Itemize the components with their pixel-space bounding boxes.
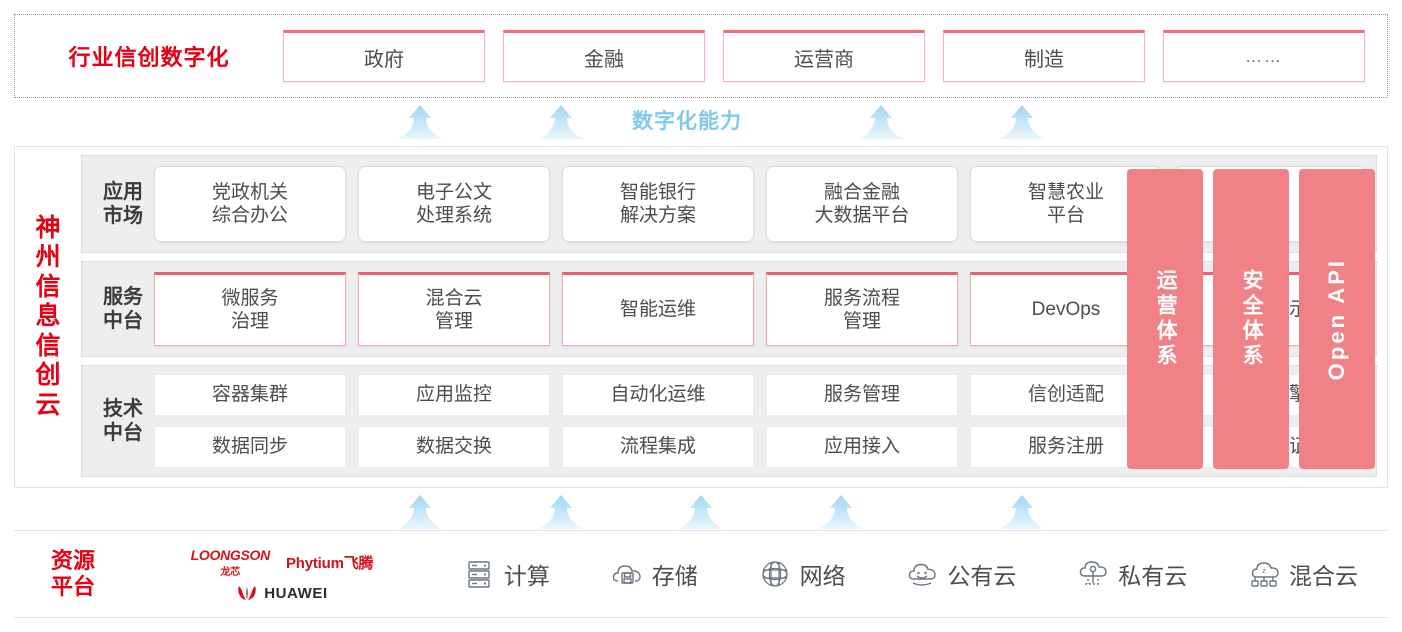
pillar-label-operations: 运营体系: [1154, 269, 1178, 369]
industry-box-list: 政府 金融 运营商 制造 ……: [283, 30, 1387, 82]
resource-label-network: 网络: [799, 563, 846, 589]
resource-label-public-cloud: 公有云: [947, 563, 1017, 589]
cloud-storage-icon: [610, 557, 644, 591]
resource-platform-band: 资源 平台 LOONGSON 龙芯 Phytium飞腾 HUAWEI: [14, 530, 1388, 618]
tier-label-application-market: 应用 市场: [103, 181, 143, 227]
up-arrow-icon: [999, 104, 1045, 140]
tech-cell-process-integration[interactable]: 流程集成: [562, 426, 754, 468]
app-cell-fintech-bigdata[interactable]: 融合金融大数据平台: [766, 166, 958, 242]
vendor-logo-group: LOONGSON 龙芯 Phytium飞腾 HUAWEI: [132, 547, 432, 602]
huawei-petal-icon: [236, 585, 258, 601]
resource-label-hybrid-cloud: 混合云: [1289, 563, 1359, 589]
cloud-title-char: 云: [35, 390, 61, 419]
pillar-operations-system[interactable]: 运营体系: [1127, 169, 1203, 469]
pillar-open-api[interactable]: Open API: [1299, 169, 1375, 469]
tech-cell-app-access[interactable]: 应用接入: [766, 426, 958, 468]
resource-item-network[interactable]: 网络: [758, 557, 846, 591]
resource-item-compute[interactable]: 计算: [462, 557, 550, 591]
cloud-title-char: 神: [35, 213, 61, 242]
phytium-logo: Phytium飞腾: [285, 554, 374, 572]
app-cell-government-office[interactable]: 党政机关综合办公: [154, 166, 346, 242]
resource-item-hybrid-cloud[interactable]: z 混合云: [1247, 557, 1358, 591]
cloud-title-char: 信: [35, 331, 61, 360]
industry-box-manufacturing[interactable]: 制造: [943, 30, 1145, 82]
resource-platform-title: 资源 平台: [50, 547, 95, 599]
resource-item-private-cloud[interactable]: 私有云: [1076, 557, 1187, 591]
private-cloud-icon: [1076, 557, 1110, 591]
capability-label: 数字化能力: [632, 110, 742, 133]
industry-band-title: 行业信创数字化: [68, 45, 230, 70]
loongson-logo: LOONGSON 龙芯: [190, 546, 271, 578]
up-arrow-icon: [678, 494, 724, 530]
service-platform-cells: 微服务治理 混合云管理 智能运维 服务流程管理 DevOps: [154, 272, 1366, 346]
resource-label-compute: 计算: [503, 563, 550, 589]
app-cell-smart-bank[interactable]: 智能银行解决方案: [562, 166, 754, 242]
tech-cell-app-monitoring[interactable]: 应用监控: [358, 374, 550, 416]
svc-cell-intelligent-ops[interactable]: 智能运维: [562, 272, 754, 346]
cloud-platform-panel: 神 州 信 息 信 创 云 应用 市场 党政机关综合办公 电子公文处: [14, 146, 1388, 488]
industry-box-operator[interactable]: 运营商: [723, 30, 925, 82]
resource-label-private-cloud: 私有云: [1118, 563, 1188, 589]
pillar-label-open-api: Open API: [1324, 257, 1349, 381]
tier-label-technology-platform: 技术 中台: [103, 398, 143, 444]
capability-arrow-strip: 数字化能力: [0, 100, 1402, 140]
svc-cell-service-process-mgmt[interactable]: 服务流程管理: [766, 272, 958, 346]
cloud-platform-body: 应用 市场 党政机关综合办公 电子公文处理系统 智能银行解决方案 融合金融大数据…: [81, 147, 1387, 487]
tech-cell-container-cluster[interactable]: 容器集群: [154, 374, 346, 416]
cloud-title-char: 州: [35, 243, 61, 272]
up-arrow-icon: [397, 104, 443, 140]
pillar-security-system[interactable]: 安全体系: [1213, 169, 1289, 469]
tech-cell-data-sync[interactable]: 数据同步: [154, 426, 346, 468]
cloud-title-char: 创: [35, 361, 61, 390]
tech-cell-service-mgmt[interactable]: 服务管理: [766, 374, 958, 416]
cloud-platform-title: 神 州 信 息 信 创 云: [15, 147, 81, 487]
tech-cell-data-exchange[interactable]: 数据交换: [358, 426, 550, 468]
vertical-pillars: 运营体系 安全体系 Open API: [1127, 169, 1375, 469]
industry-box-more[interactable]: ……: [1163, 30, 1365, 82]
up-arrow-icon: [818, 494, 864, 530]
app-cell-edoc-system[interactable]: 电子公文处理系统: [358, 166, 550, 242]
cloud-title-char: 信: [35, 272, 61, 301]
resource-item-storage[interactable]: 存储: [610, 557, 698, 591]
resource-item-public-cloud[interactable]: 公有云: [905, 557, 1016, 591]
public-cloud-icon: [905, 557, 939, 591]
hybrid-cloud-icon: z: [1247, 557, 1281, 591]
pillar-label-security: 安全体系: [1240, 269, 1264, 369]
vendor-logo-row: LOONGSON 龙芯 Phytium飞腾: [191, 547, 374, 578]
huawei-wordmark: HUAWEI: [264, 584, 328, 602]
up-arrow-icon: [858, 104, 904, 140]
server-rack-icon: [462, 557, 496, 591]
huawei-logo: HUAWEI: [236, 585, 328, 602]
up-arrow-icon: [538, 104, 584, 140]
tech-cell-automated-ops[interactable]: 自动化运维: [562, 374, 754, 416]
industry-box-government[interactable]: 政府: [283, 30, 485, 82]
svg-text:z: z: [1262, 568, 1266, 575]
tier-label-service-platform: 服务 中台: [103, 286, 143, 332]
industry-band: 行业信创数字化 政府 金融 运营商 制造 ……: [14, 14, 1388, 98]
industry-box-finance[interactable]: 金融: [503, 30, 705, 82]
up-arrow-icon: [538, 494, 584, 530]
up-arrow-icon: [999, 494, 1045, 530]
up-arrow-icon: [397, 494, 443, 530]
network-mesh-icon: [758, 557, 792, 591]
resource-item-list: 计算 存储: [432, 557, 1388, 591]
svc-cell-hybrid-cloud-mgmt[interactable]: 混合云管理: [358, 272, 550, 346]
cloud-title-char: 息: [35, 302, 61, 331]
resource-label-storage: 存储: [651, 563, 698, 589]
resource-arrow-strip: [0, 490, 1402, 530]
svc-cell-microservice-governance[interactable]: 微服务治理: [154, 272, 346, 346]
